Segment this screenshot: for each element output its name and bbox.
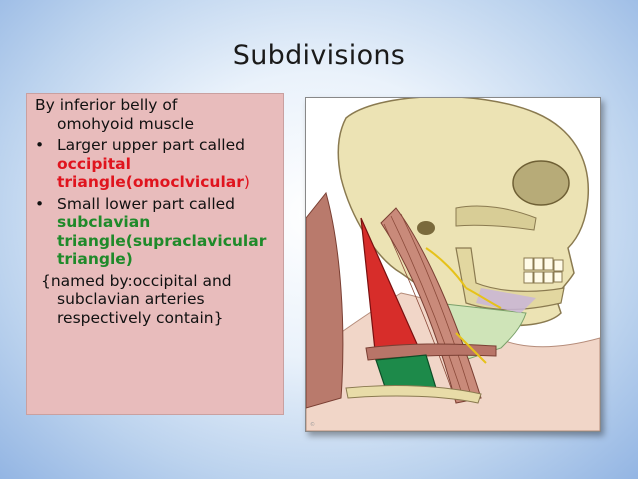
intro-line-1: By inferior belly of bbox=[35, 96, 178, 114]
slide-title: Subdivisions bbox=[232, 40, 406, 71]
bullet-subclavian: Small lower part called subclavian trian… bbox=[35, 195, 279, 269]
bullet-subclavian-prefix: Small lower part called bbox=[57, 194, 236, 213]
scm-fiber-lines bbox=[383, 213, 473, 403]
neck-anatomy-figure: © bbox=[305, 97, 601, 432]
subclavian-term-line-3: triangle) bbox=[57, 250, 133, 268]
watermark-text: © bbox=[310, 421, 315, 428]
teeth-group bbox=[523, 257, 564, 284]
note-line-2: subclavian arteries bbox=[57, 290, 205, 308]
occipital-term-line-2: triangle(omoclvicular bbox=[57, 173, 244, 191]
clavicle-bone bbox=[345, 385, 482, 404]
subclavian-term-line-1: subclavian bbox=[57, 213, 151, 231]
zygomatic-shape bbox=[455, 205, 537, 231]
subclavian-triangle-region bbox=[375, 354, 437, 391]
bullet-occipital: Larger upper part called occipital trian… bbox=[35, 136, 279, 192]
submandibular-region bbox=[476, 288, 536, 313]
note-line-1: {named by:occipital and bbox=[41, 271, 232, 290]
note-block: {named by:occipital and subclavian arter… bbox=[35, 272, 279, 328]
trapezius-muscle bbox=[306, 191, 344, 409]
text-panel: By inferior belly of omohyoid muscle Lar… bbox=[26, 93, 284, 415]
ear-canal-shape bbox=[417, 221, 435, 235]
neck-triangles-illustration: © bbox=[306, 98, 600, 431]
bullet-occipital-prefix: Larger upper part called bbox=[57, 136, 245, 154]
note-line-3: respectively contain} bbox=[57, 308, 224, 327]
subclavian-term-line-2: triangle(supraclavicular bbox=[57, 231, 267, 250]
occipital-term-suffix: ) bbox=[243, 173, 250, 191]
occipital-term-line-1: occipital bbox=[57, 154, 131, 173]
orbit-shape bbox=[512, 160, 570, 206]
nerve-lines bbox=[425, 247, 502, 364]
intro-line-2: omohyoid muscle bbox=[57, 114, 194, 133]
